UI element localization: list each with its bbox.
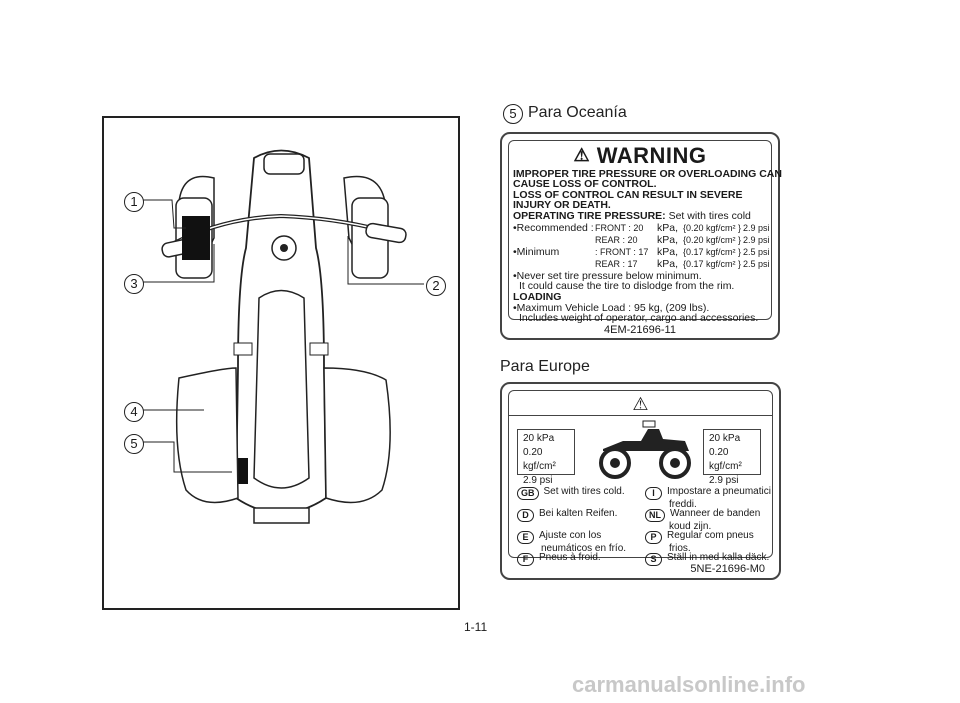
lang-instruction: D Bei kalten Reifen. xyxy=(517,509,617,522)
warning-label-oceania: ⚠ WARNING IMPROPER TIRE PRESSURE OR OVER… xyxy=(500,132,782,340)
pressure-row-position: REAR : 17 xyxy=(595,259,638,269)
left-pressure-box: 20 kPa 0.20 kgf/cm² 2.9 psi xyxy=(517,429,575,486)
oceania-title: Para Oceanía xyxy=(528,104,627,121)
pressure-row-position: FRONT : 20 xyxy=(595,223,644,233)
pressure-row-kgf: {0.20 kgf/cm² } xyxy=(683,223,742,233)
pressure-row-kpa: kPa, xyxy=(657,234,679,246)
atv-side-view-icon xyxy=(599,420,691,479)
warning-triangle-icon: ⚠ xyxy=(632,394,649,414)
pressure-row: REAR : 17 kPa, {0.17 kgf/cm² }2.5 psi xyxy=(513,259,770,270)
operating-pressure-label: OPERATING TIRE PRESSURE: xyxy=(513,210,666,222)
max-load-line-1: •Maximum Vehicle Load : 95 kg, (209 lbs)… xyxy=(513,302,710,314)
pressure-row: •Minimum : FRONT : 17 kPa, {0.17 kgf/cm² }2… xyxy=(513,247,770,258)
lang-instruction: GB Set with tires cold. xyxy=(517,487,625,500)
right-pressure-box: 20 kPa 0.20 kgf/cm² 2.9 psi xyxy=(703,429,761,486)
warning-line-4: INJURY OR DEATH. xyxy=(513,199,611,211)
pressure-row-position: : FRONT : 17 xyxy=(595,247,649,257)
warning-title: WARNING xyxy=(596,143,707,168)
pressure-row-kpa: kPa, xyxy=(657,222,679,234)
pressure-row-label: •Recommended : xyxy=(513,222,594,234)
left-pressure-kpa: 20 kPa xyxy=(523,433,555,444)
lang-text: Pneus à froid. xyxy=(539,552,601,563)
lang-text: Impostare a pneumatici xyxy=(667,486,771,497)
lang-code-badge: I xyxy=(645,487,662,500)
lang-code-badge: F xyxy=(517,553,534,566)
lang-code-badge: GB xyxy=(517,487,539,500)
pressure-row-kgf: {0.17 kgf/cm² } xyxy=(683,259,742,269)
right-pressure-psi: 2.9 psi xyxy=(709,475,739,486)
callout-1: 1 xyxy=(124,192,144,212)
left-pressure-psi: 2.9 psi xyxy=(523,475,553,486)
pressure-row-kgf: {0.17 kgf/cm² } xyxy=(683,247,742,257)
max-load-line-2: Includes weight of operator, cargo and a… xyxy=(519,312,759,324)
lang-instruction: I Impostare a pneumatici freddi. xyxy=(645,487,771,510)
operating-pressure-line: OPERATING TIRE PRESSURE: Set with tires … xyxy=(513,211,751,222)
section-number: 5 xyxy=(503,104,523,124)
lang-text: Regular com pneus xyxy=(667,530,754,541)
warning-line-1: IMPROPER TIRE PRESSURE OR OVERLOADING CA… xyxy=(513,168,782,180)
atv-illustration-panel: 1 3 2 4 5 xyxy=(102,116,460,610)
right-pressure-kpa: 20 kPa xyxy=(709,433,741,444)
lang-instruction: NL Wanneer de banden koud zijn. xyxy=(645,509,760,532)
lang-code-badge: P xyxy=(645,531,662,544)
atv-top-view-drawing xyxy=(140,149,424,524)
warning-line-2: CAUSE LOSS OF CONTROL. xyxy=(513,178,657,190)
lang-instruction: S Ställ in med kalla däck. xyxy=(645,553,769,566)
lang-text-line-2: freddi. xyxy=(669,499,697,510)
lang-text: Set with tires cold. xyxy=(543,486,625,497)
europe-title: Para Europe xyxy=(500,358,590,375)
callout-4: 4 xyxy=(124,402,144,422)
warning-label-inner: ⚠ WARNING IMPROPER TIRE PRESSURE OR OVER… xyxy=(508,140,782,324)
warning-heading: ⚠ WARNING xyxy=(509,143,771,169)
left-pressure-kgf: 0.20 kgf/cm² xyxy=(523,447,556,472)
oceania-label-code: 4EM-21696-11 xyxy=(604,324,676,336)
loading-heading: LOADING xyxy=(513,291,562,303)
lang-instruction: E Ajuste con los neumáticos en frío. xyxy=(517,531,626,554)
lang-instruction: P Regular com pneus frios. xyxy=(645,531,754,554)
lang-text-line-2: frios. xyxy=(669,543,691,554)
pressure-row: •Recommended :FRONT : 20 kPa, {0.20 kgf/cm… xyxy=(513,223,770,234)
pressure-row-psi: 2.5 psi xyxy=(743,259,770,269)
pressure-row-kpa: kPa, xyxy=(657,246,679,258)
lang-code-badge: NL xyxy=(645,509,665,522)
operating-pressure-value: Set with tires cold xyxy=(668,210,751,222)
lang-text: Ställ in med kalla däck. xyxy=(667,552,770,563)
tire-label-europe: ⚠ 20 kPa 0.20 kgf/cm² 2.9 psi 20 kPa 0.2… xyxy=(500,382,781,580)
pressure-row-psi: 2.9 psi xyxy=(743,223,770,233)
never-line-2: It could cause the tire to dislodge from… xyxy=(519,280,735,292)
lang-instruction: F Pneus à froid. xyxy=(517,553,601,566)
lang-text-line-2: koud zijn. xyxy=(669,521,712,532)
lang-code-badge: S xyxy=(645,553,662,566)
warning-line-3: LOSS OF CONTROL CAN RESULT IN SEVERE xyxy=(513,189,743,201)
callout-5: 5 xyxy=(124,434,144,454)
pressure-row-psi: 2.5 psi xyxy=(743,247,770,257)
pressure-row-label: •Minimum xyxy=(513,246,560,258)
lang-text: Ajuste con los xyxy=(539,530,602,541)
europe-label-inner: ⚠ 20 kPa 0.20 kgf/cm² 2.9 psi 20 kPa 0.2… xyxy=(508,390,773,566)
pressure-row-kgf: {0.20 kgf/cm² } xyxy=(683,235,742,245)
page-number: 1-11 xyxy=(464,620,488,634)
watermark: carmanualsonline.info xyxy=(572,672,806,697)
callout-3: 3 xyxy=(124,274,144,294)
lang-text-line-2: neumáticos en frío. xyxy=(541,543,627,554)
lang-code-badge: E xyxy=(517,531,534,544)
pressure-row: REAR : 20 kPa, {0.20 kgf/cm² }2.9 psi xyxy=(513,235,770,246)
never-line-1: •Never set tire pressure below minimum. xyxy=(513,270,702,282)
lang-text: Wanneer de banden xyxy=(670,508,761,519)
warning-triangle-icon: ⚠ xyxy=(573,145,591,165)
lang-text: Bei kalten Reifen. xyxy=(539,508,618,519)
lang-code-badge: D xyxy=(517,509,534,522)
pressure-row-kpa: kPa, xyxy=(657,258,679,270)
pressure-row-position: REAR : 20 xyxy=(595,235,638,245)
pressure-row-psi: 2.9 psi xyxy=(743,235,770,245)
europe-label-code: 5NE-21696-M0 xyxy=(690,563,765,575)
callout-2: 2 xyxy=(426,276,446,296)
europe-label-header: ⚠ xyxy=(509,393,772,416)
right-pressure-kgf: 0.20 kgf/cm² xyxy=(709,447,742,472)
